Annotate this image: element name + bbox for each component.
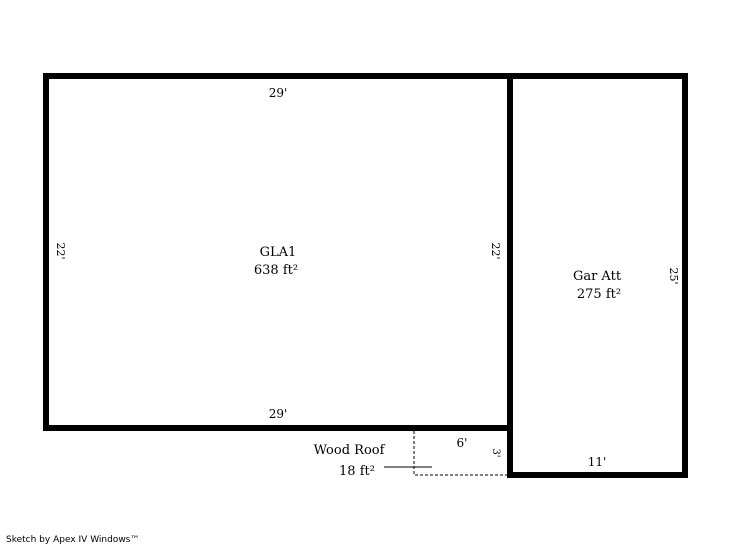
gla1-left-dimension: 22' [54,242,67,259]
wood-roof-area: 18 ft² [339,464,375,479]
gla1-right-dimension: 22' [489,242,502,259]
garage-right-dimension: 25' [667,267,680,284]
gla1-name: GLA1 [260,245,297,260]
garage-area: 275 ft² [577,287,621,302]
gla1-bottom-dimension: 29' [269,407,288,421]
gla1-area: 638 ft² [254,263,298,278]
gla1-top-dimension: 29' [269,86,288,100]
wood-roof-name: Wood Roof [314,443,386,458]
garage-outline [507,73,688,478]
garage-name: Gar Att [573,269,622,284]
wood-roof-right-dimension: 3' [490,448,501,457]
wood-roof-top-dimension: 6' [457,436,468,450]
garage-bottom-dimension: 11' [588,455,607,469]
sketch-footer-credit: Sketch by Apex IV Windows™ [6,535,140,545]
wood-roof-outline [413,431,507,476]
